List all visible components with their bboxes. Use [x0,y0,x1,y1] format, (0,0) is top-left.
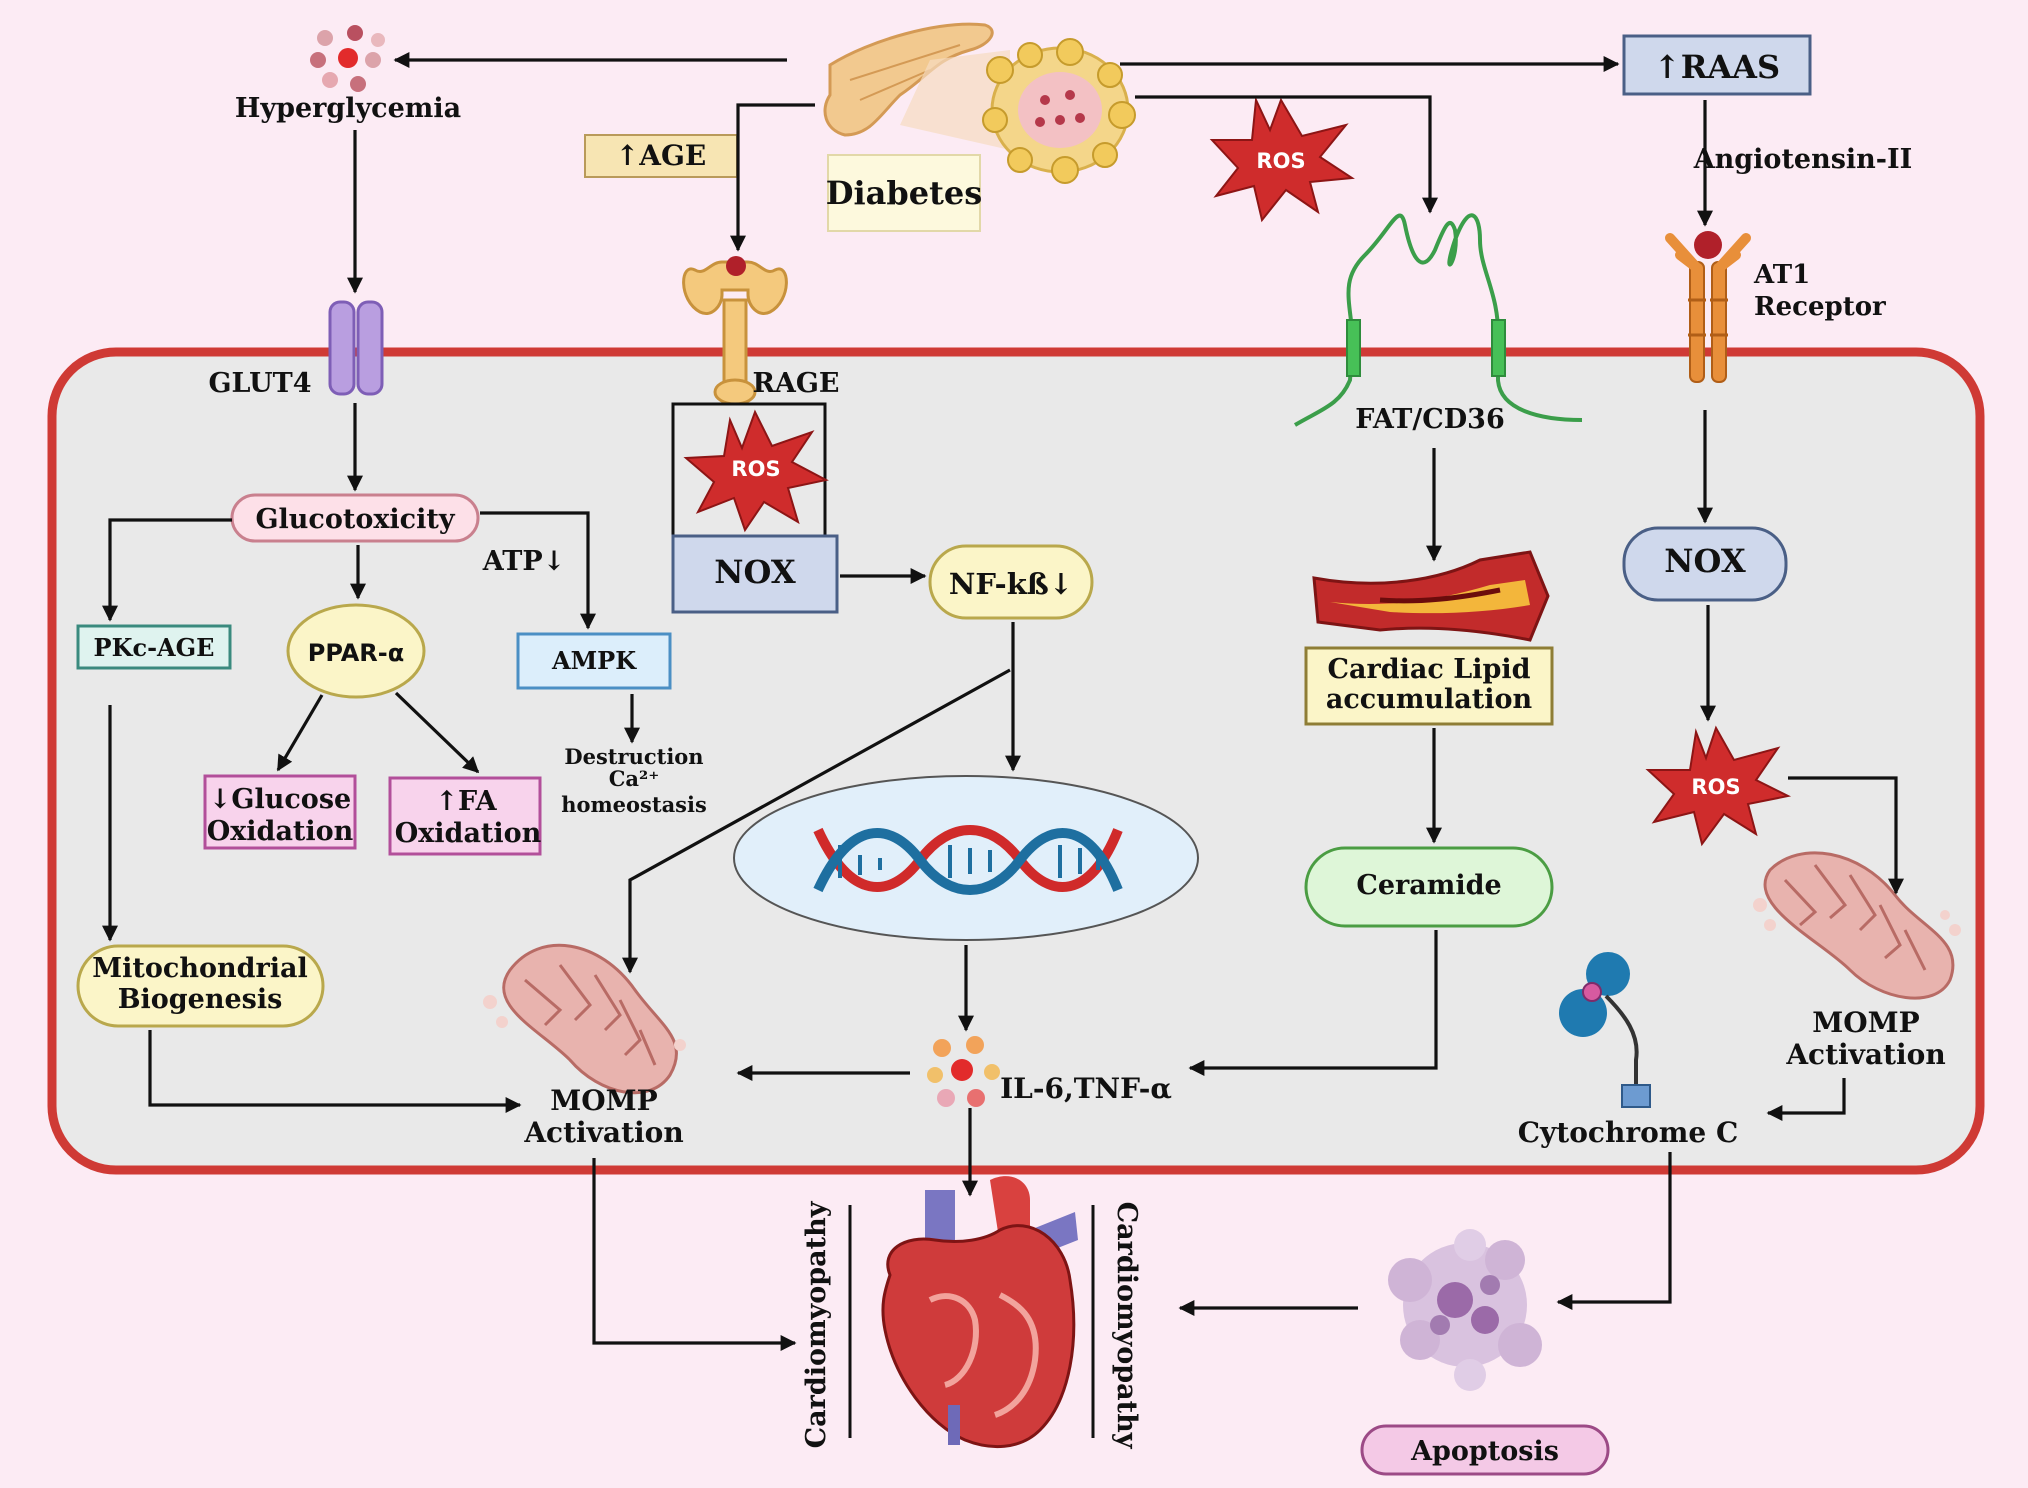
cardiomyopathy-right-label: Cardiomyopathy [1111,1202,1142,1450]
cardiac-lipid-line1: Cardiac Lipid [1328,654,1531,685]
atp-label: ATP↓ [482,546,566,577]
fa-oxidation-line1: ↑FA [435,786,497,817]
glut4-label: GLUT4 [209,368,312,399]
dna-helix-icon [813,825,1123,895]
fa-oxidation-line2: Oxidation [395,818,542,849]
islet-cells-icon [982,38,1136,184]
ppar-alpha-label: PPAR-α [308,639,404,667]
cardiac-lipid-line2: accumulation [1326,684,1533,715]
il6-tnf-label: IL-6,TNF-α [1000,1072,1172,1105]
ceramide-box [1304,846,1554,928]
pathway-arrows [102,52,1904,1351]
ros-burst-rage [683,409,829,533]
pkc-age-box [76,624,232,670]
nfkb-label: NF-kß↓ [949,567,1073,601]
cardiac-lipid-box [1304,646,1554,726]
heart-icon [881,1176,1078,1449]
momp-left-line2: Activation [523,1116,683,1149]
mitochondrion-icon-right [1753,851,1961,1000]
raas-box [1622,34,1812,96]
glucotoxicity-box [230,493,480,543]
cytokine-dots-icon [927,1036,1000,1107]
destruction-label-line2: Ca²⁺ [609,766,660,791]
ros-label-top: ROS [1256,149,1305,173]
momp-right-line1: MOMP [1812,1006,1919,1039]
angiotensin-label: Angiotensin-II [1693,144,1913,175]
apoptosis-label: Apoptosis [1410,1436,1559,1467]
ros-burst-top [1209,96,1355,223]
fa-oxidation-box [388,776,542,856]
nox-box-right [1622,526,1788,602]
cardiomyopathy-left-label: Cardiomyopathy [801,1200,832,1448]
ros-label-right: ROS [1691,775,1740,799]
age-box [584,134,738,178]
glucose-dots-icon [310,25,385,92]
momp-right-line2: Activation [1785,1038,1945,1071]
destruction-label-line3: homeostasis [561,792,707,817]
ros-label-rage: ROS [731,457,780,481]
at1-receptor-icon [1665,231,1751,383]
mito-biogenesis-line1: Mitochondrial [92,953,307,984]
hyperglycemia-label: Hyperglycemia [235,93,461,124]
apoptosis-box [1360,1424,1610,1476]
diabetes-box [827,154,981,232]
fat-cd36-label: FAT/CD36 [1355,404,1505,435]
glut4-channel-icon [328,300,384,396]
fat-cd36-transporter-icon [1293,213,1583,427]
glucose-oxidation-line1: ↓Glucose [209,784,351,815]
apoptotic-cell-icon [1388,1229,1542,1391]
rage-label: RAGE [752,368,839,399]
ros-burst-right [1645,725,1792,847]
artery-plaque-icon [1312,550,1550,642]
glucose-oxidation-box [203,774,357,850]
age-label: ↑AGE [616,139,706,172]
pkc-age-label: PKc-AGE [94,633,215,662]
ceramide-label: Ceramide [1356,870,1501,901]
glucotoxicity-label: Glucotoxicity [255,504,455,535]
nucleus [733,775,1199,941]
nox-label-left: NOX [714,553,796,591]
nox-box-left [671,534,839,614]
at1-label-line2: Receptor [1754,292,1886,322]
destruction-label-line1: Destruction [564,744,703,769]
mitochondrion-icon-left [483,943,686,1095]
cytochrome-c-label: Cytochrome C [1518,1116,1738,1149]
mito-biogenesis-line2: Biogenesis [118,984,283,1015]
raas-label: ↑RAAS [1654,48,1780,86]
pancreas-icon [823,22,1010,150]
nfkb-box [928,544,1094,620]
cytochrome-c-icon [1559,952,1651,1108]
diabetes-label: Diabetes [826,174,983,212]
momp-left-line1: MOMP [550,1084,657,1117]
glucose-oxidation-line2: Oxidation [207,816,354,847]
ampk-box [516,632,672,690]
ampk-label: AMPK [551,646,637,675]
at1-label-line1: AT1 [1753,260,1810,290]
ppar-alpha-box [286,603,426,699]
rage-receptor-icon [682,256,788,406]
nox-label-right: NOX [1664,542,1746,580]
mitochondrial-biogenesis-box [76,944,325,1028]
